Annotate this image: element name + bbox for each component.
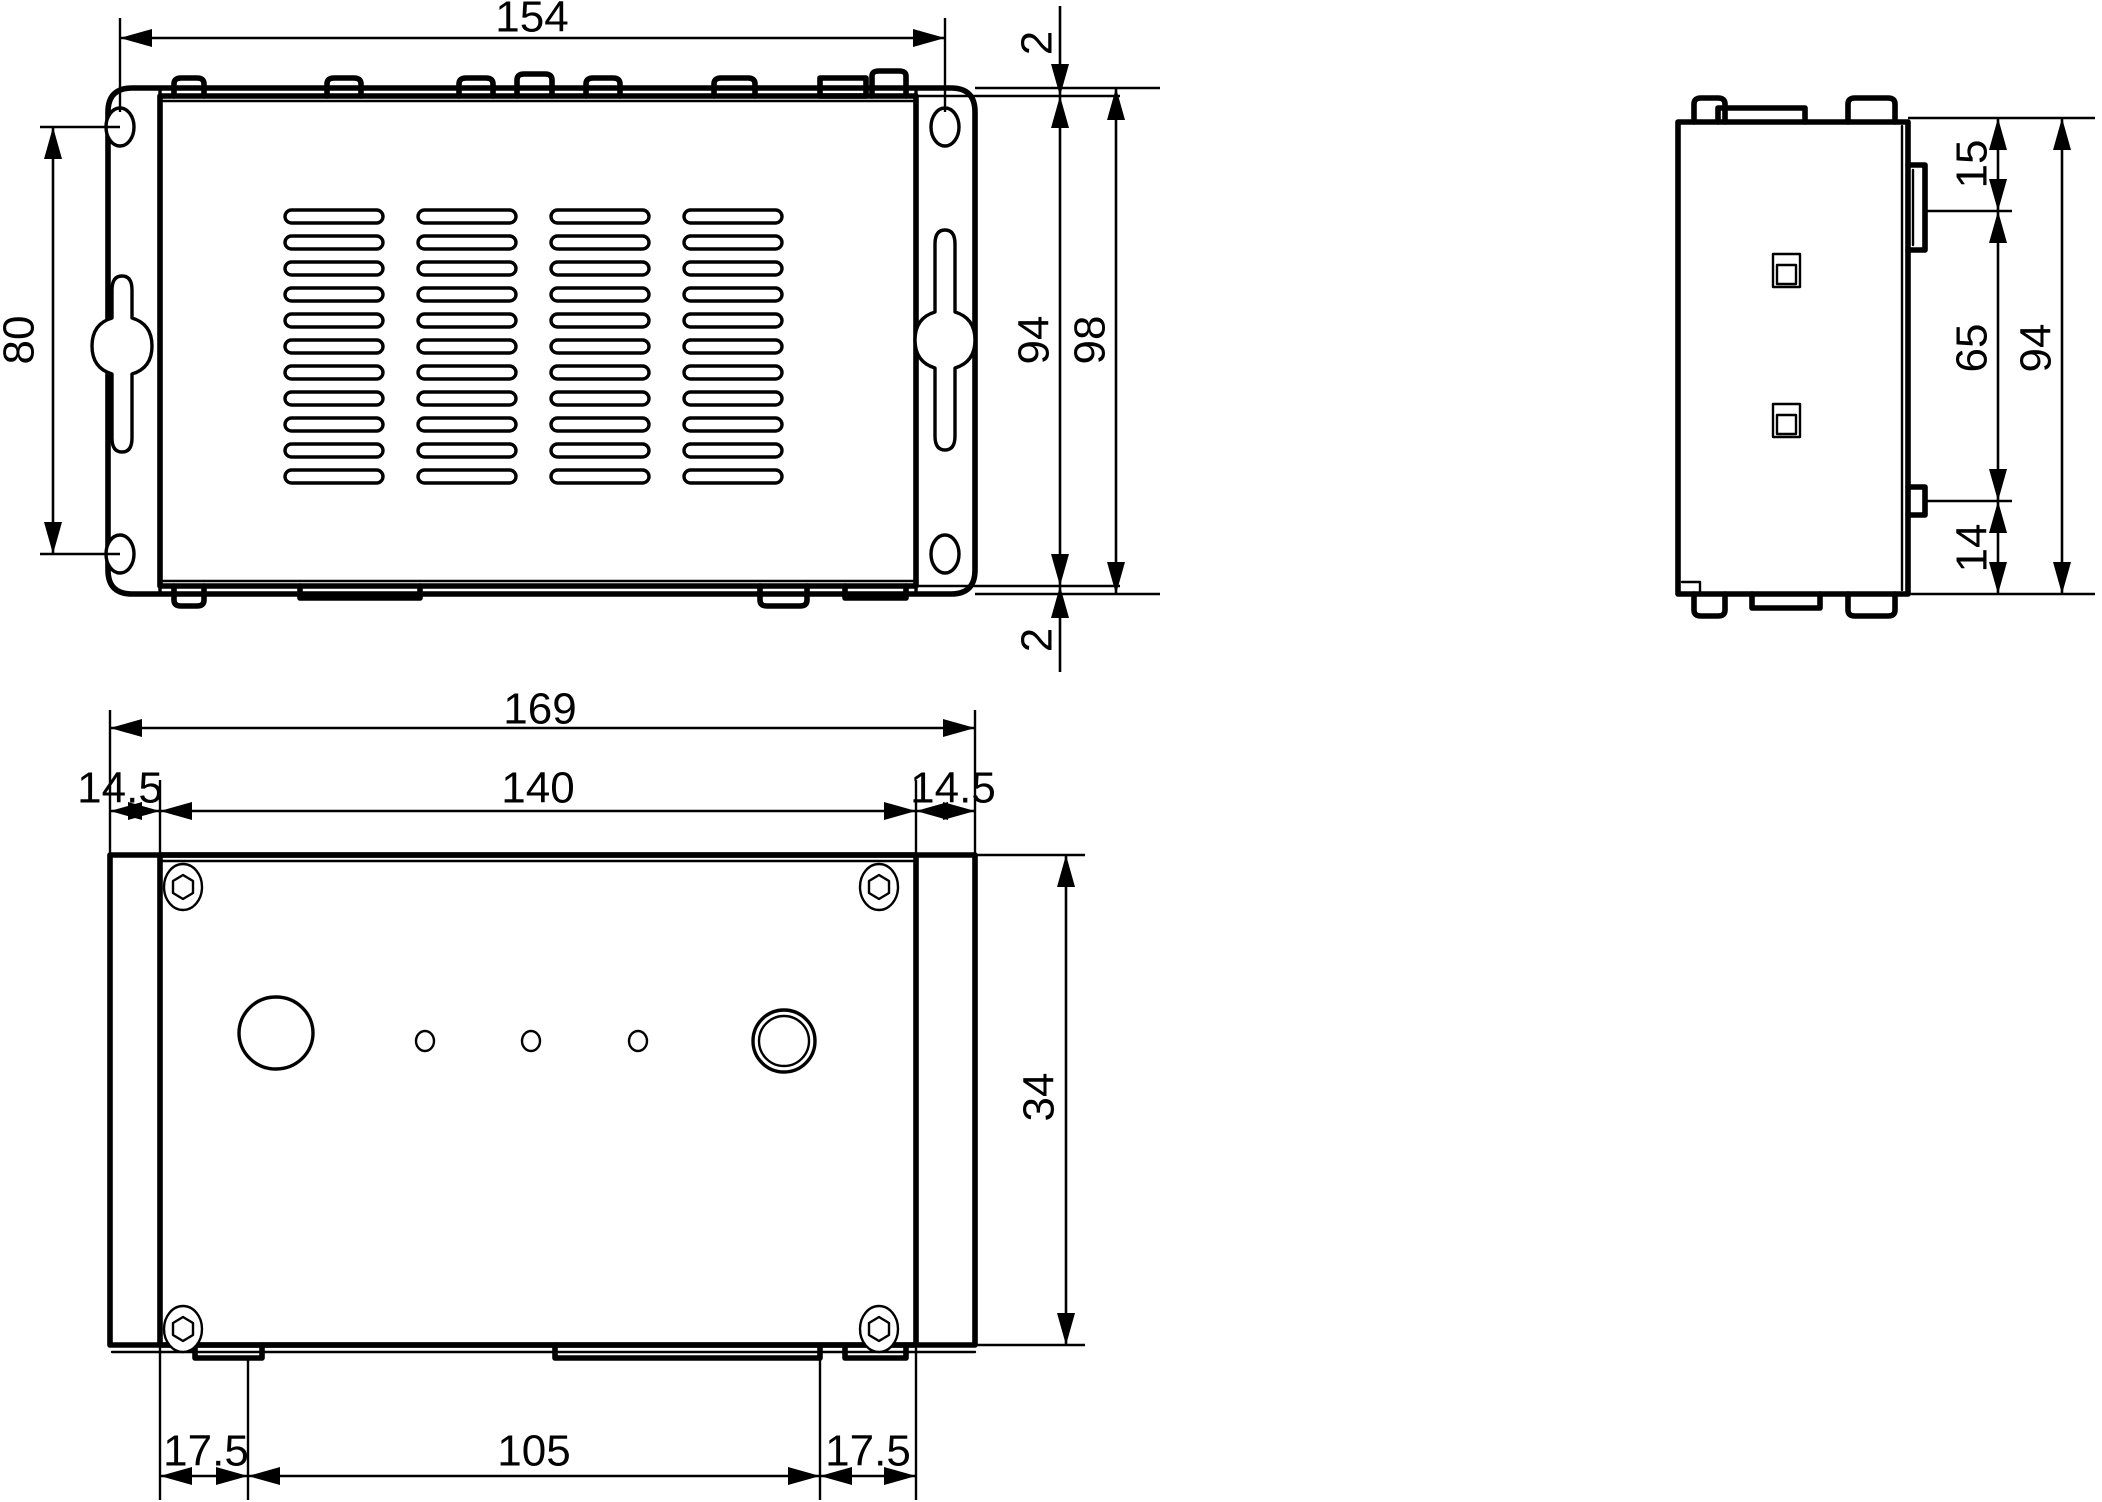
dim-label-154: 154	[495, 0, 568, 42]
front-view-hex-screw-br	[858, 1304, 900, 1354]
top-view-bottom-tabs	[171, 583, 909, 609]
dim-label-94-top: 94	[1010, 316, 1059, 365]
top-view-dimensions: 154 80 2 94 2 98	[0, 0, 1160, 672]
dim-label-140: 140	[501, 764, 574, 813]
dim-label-65: 65	[1948, 324, 1997, 373]
front-view-small-hole-2	[520, 1029, 542, 1053]
dim-label-17-5-right: 17.5	[825, 1427, 911, 1476]
dim-label-105: 105	[497, 1427, 570, 1476]
front-view-bottom-tabs	[192, 1342, 909, 1361]
top-view-body-outline	[157, 93, 919, 589]
front-view-hex-screw-tr	[858, 862, 900, 912]
side-view	[1675, 95, 1928, 619]
front-view-body-outline	[157, 852, 919, 1348]
top-view-screw-hole-br	[929, 533, 961, 575]
side-view-feature-square-upper	[1771, 252, 1802, 289]
front-view	[107, 852, 978, 1361]
side-view-top-tabs	[1691, 95, 1898, 125]
side-view-bottom-notch	[1680, 580, 1702, 596]
side-view-body-outline	[1675, 119, 1911, 597]
front-view-ring-connector-right	[751, 1008, 817, 1074]
top-view-screw-hole-tr	[929, 106, 961, 148]
dim-label-14-5-right: 14.5	[910, 764, 996, 813]
dim-label-14-5-left: 14.5	[77, 764, 163, 813]
side-view-connector-tab-top	[1905, 162, 1928, 253]
front-view-hex-screw-tl	[162, 862, 204, 912]
side-view-dimensions: 15 65 14 94	[1908, 116, 2095, 596]
dim-label-2-upper: 2	[1013, 31, 1062, 55]
dim-label-15: 15	[1948, 140, 1997, 189]
top-view-keyhole-slot-right	[913, 228, 977, 452]
top-view-vent-louvres	[283, 208, 784, 485]
side-view-feature-square-lower	[1771, 402, 1802, 439]
dim-label-80: 80	[0, 316, 44, 365]
front-view-hex-screw-bl	[162, 1304, 204, 1354]
side-view-bottom-tabs	[1691, 591, 1898, 619]
front-view-dimensions: 169 140 14.5 14.5 34 17.5	[77, 685, 1085, 1500]
top-view-body-inner-edge	[161, 99, 915, 583]
dim-label-17-5-left: 17.5	[163, 1427, 249, 1476]
top-view-keyhole-slot-left	[90, 274, 154, 454]
front-view-large-connector-left	[237, 995, 315, 1071]
front-view-small-hole-1	[414, 1029, 436, 1053]
dim-label-2-lower: 2	[1013, 628, 1062, 652]
front-view-small-hole-3	[627, 1029, 649, 1053]
dim-label-34: 34	[1015, 1073, 1064, 1122]
dim-label-94-side: 94	[2012, 324, 2061, 373]
front-view-flange-outline	[107, 852, 978, 1348]
dim-label-169: 169	[503, 685, 576, 734]
dim-label-14: 14	[1948, 524, 1997, 573]
top-view	[90, 68, 978, 609]
dim-label-98: 98	[1066, 316, 1115, 365]
top-view-top-tabs	[171, 68, 909, 99]
top-view-bracket-outline	[105, 85, 978, 597]
